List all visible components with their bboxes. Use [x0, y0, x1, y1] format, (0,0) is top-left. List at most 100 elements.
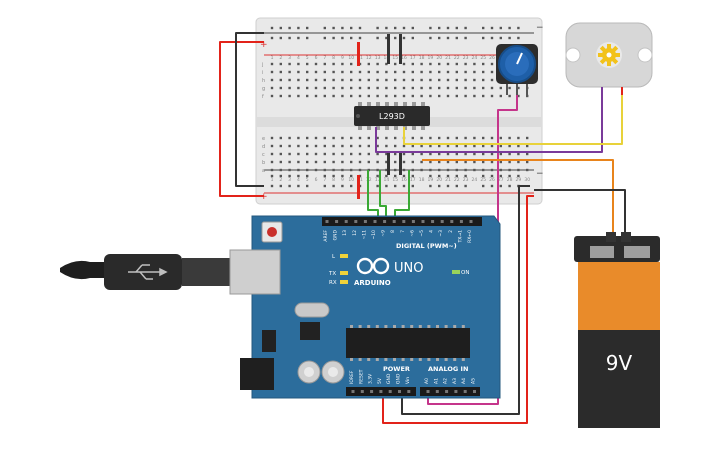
digital-pin-label: ~9 [381, 230, 387, 237]
led-rx-label: RX [329, 280, 337, 286]
column-number: 8 [332, 177, 335, 183]
column-number: 25 [480, 55, 486, 61]
power-pin-label: GND [396, 373, 402, 384]
power-pin-label: RESET [358, 369, 364, 384]
power-pin-label: 3.3V [368, 373, 374, 384]
column-number: 14 [384, 55, 390, 61]
column-number: 26 [489, 55, 495, 61]
column-number: 1 [271, 177, 274, 183]
column-number: 23 [463, 177, 469, 183]
power-pin-label: GND [386, 373, 392, 384]
column-number: 9 [341, 177, 344, 183]
column-number: 29 [516, 177, 522, 183]
analog-pin-label: A1 [433, 378, 439, 384]
column-number: 23 [463, 55, 469, 61]
column-number: 6 [315, 55, 318, 61]
column-number: 21 [445, 177, 451, 183]
digital-pin-label: 12 [352, 230, 358, 236]
battery-9v: 9V [574, 232, 660, 428]
column-number: 4 [297, 55, 300, 61]
arduino-model: UNO [394, 261, 423, 276]
column-number: 8 [332, 55, 335, 61]
column-number: 1 [271, 55, 274, 61]
l293d-chip: L293D [354, 102, 430, 130]
column-number: 3 [288, 177, 291, 183]
column-number: 25 [480, 177, 486, 183]
battery-label: 9V [606, 351, 633, 375]
digital-pin-label: 13 [342, 230, 348, 236]
digital-pin-label: GND [333, 229, 339, 240]
column-number: 10 [348, 55, 354, 61]
dc-motor [565, 22, 653, 95]
led-tx-label: TX [328, 271, 336, 277]
analog-pin-label: A3 [452, 378, 458, 384]
column-number: 7 [323, 177, 326, 183]
column-number: 18 [419, 177, 425, 183]
analog-pin-label: A5 [471, 378, 477, 384]
wire-black-battery [534, 189, 626, 232]
column-number: 7 [323, 55, 326, 61]
row-letter: f [262, 94, 264, 100]
column-number: 28 [507, 177, 513, 183]
row-letter: i [262, 70, 263, 76]
column-number: 27 [498, 177, 504, 183]
row-letter: g [262, 86, 265, 92]
power-pin-label: Vin [405, 377, 411, 384]
row-letter: c [262, 152, 265, 158]
wire-black-right [401, 185, 530, 415]
digital-pin-label: ~3 [438, 230, 444, 237]
column-number: 2 [279, 55, 282, 61]
digital-pin-label: ~6 [409, 230, 415, 237]
digital-pin-label: 7 [400, 230, 406, 233]
rail-minus-top: − [536, 23, 544, 33]
digital-pin-label: 8 [390, 230, 396, 233]
column-number: 3 [288, 55, 291, 61]
led-rx [340, 280, 348, 284]
wire-black-left [235, 32, 264, 187]
usb-symbol-icon [128, 264, 168, 280]
wire-orange [422, 159, 614, 232]
row-letter: d [262, 144, 265, 150]
wire-red-right [382, 195, 534, 424]
digital-pin-label: ~11 [361, 230, 367, 240]
column-number: 30 [524, 177, 530, 183]
row-letter: a [262, 168, 265, 174]
column-number: 24 [472, 55, 478, 61]
arduino-infinity-icon [356, 257, 390, 275]
column-number: 12 [366, 55, 372, 61]
column-number: 15 [392, 177, 398, 183]
wire-green-2 [379, 170, 387, 223]
digital-pin-label: AREF [323, 230, 329, 242]
potentiometer [496, 44, 538, 95]
analog-pin-label: A2 [443, 378, 449, 384]
digital-pin-label: ~10 [371, 230, 377, 240]
digital-pin-label: 4 [429, 230, 435, 233]
column-number: 13 [375, 55, 381, 61]
column-number: 16 [401, 55, 407, 61]
led-on-label: ON [461, 270, 469, 276]
power-pin-label: IOREF [349, 370, 355, 384]
column-number: 21 [445, 55, 451, 61]
digital-pin-label: TX→1 [457, 230, 463, 244]
rail-minus-bottom: − [536, 169, 544, 179]
arduino-brand: ARDUINO [354, 279, 391, 287]
column-number: 19 [428, 177, 434, 183]
wire-red-left [219, 41, 264, 197]
column-number: 11 [357, 55, 363, 61]
column-number: 22 [454, 177, 460, 183]
column-number: 20 [436, 55, 442, 61]
power-pin-label: 5V [377, 377, 383, 384]
analog-label: ANALOG IN [428, 365, 468, 373]
rail-plus-top: + [260, 40, 268, 50]
column-number: 19 [428, 55, 434, 61]
column-number: 24 [472, 177, 478, 183]
analog-pin-label: A4 [461, 378, 467, 384]
column-number: 6 [315, 177, 318, 183]
bottom-rail-jumpers [357, 153, 402, 199]
column-number: 5 [306, 55, 309, 61]
chip-label: L293D [379, 112, 405, 121]
row-letter: e [262, 136, 265, 142]
column-number: 2 [279, 177, 282, 183]
digital-pin-label: RX←0 [467, 230, 473, 243]
